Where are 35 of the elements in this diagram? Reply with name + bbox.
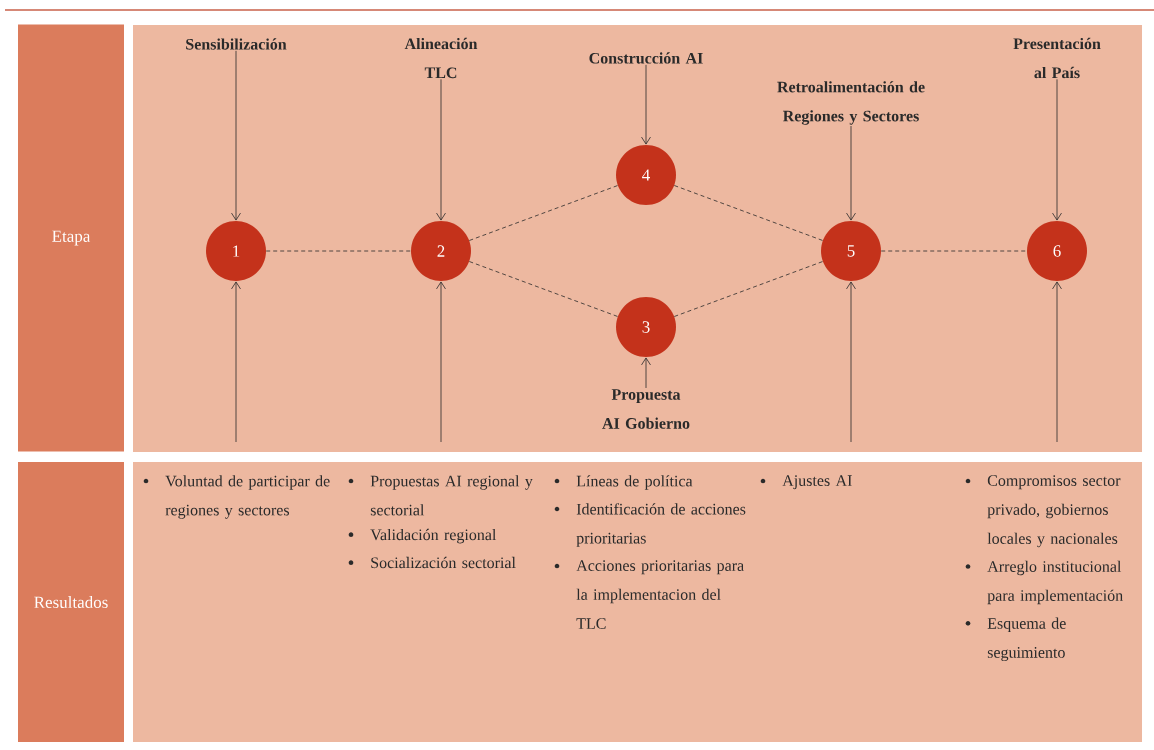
connector-line (673, 185, 824, 241)
arrow (436, 281, 446, 443)
stage-title: Presentación al País (1013, 37, 1101, 79)
connector-line (265, 250, 412, 252)
stage-title: Alineación TLC (404, 37, 478, 79)
connector-line (468, 185, 619, 241)
list-item: Identificación de acciones prioritarias (576, 503, 746, 547)
arrow (436, 78, 446, 221)
arrow (641, 357, 651, 389)
stage-title: Sensibilización (186, 38, 287, 50)
list-item: Ajustes AI (782, 475, 852, 490)
stage-band: Resultados (18, 462, 124, 742)
list-item: Esquema de seguimiento (987, 617, 1066, 662)
list-item: Arreglo institucional para implementación (987, 560, 1123, 605)
arrow (846, 125, 856, 221)
arrow (231, 50, 241, 221)
list-item: Propuestas AI regional y sectorial (370, 475, 533, 516)
list-item: Validación regional (370, 528, 497, 544)
stage-band: Etapa (18, 24, 124, 452)
arrow (1052, 281, 1062, 443)
connector-line (880, 250, 1028, 252)
arrow (231, 281, 241, 443)
arrow (641, 64, 651, 145)
list-item: Compromisos sector privado, gobiernos locales y nacionales (987, 475, 1121, 548)
list-item: Acciones prioritarias para la implementacion del TLC (576, 560, 744, 629)
arrow (1052, 78, 1062, 221)
stage-title: Propuesta AI Gobierno (602, 389, 690, 429)
list-item: Líneas de política (576, 475, 693, 490)
connector-line (468, 261, 619, 317)
arrow (846, 281, 856, 443)
stage-title: Construcción AI (589, 52, 703, 64)
list-item: Voluntad de participar de regiones y sectores (165, 475, 330, 519)
stage-title: Retroalimentación de Regiones y Sectores (777, 81, 925, 125)
connector-line (673, 261, 824, 317)
list-item: Socialización sectorial (371, 556, 516, 569)
